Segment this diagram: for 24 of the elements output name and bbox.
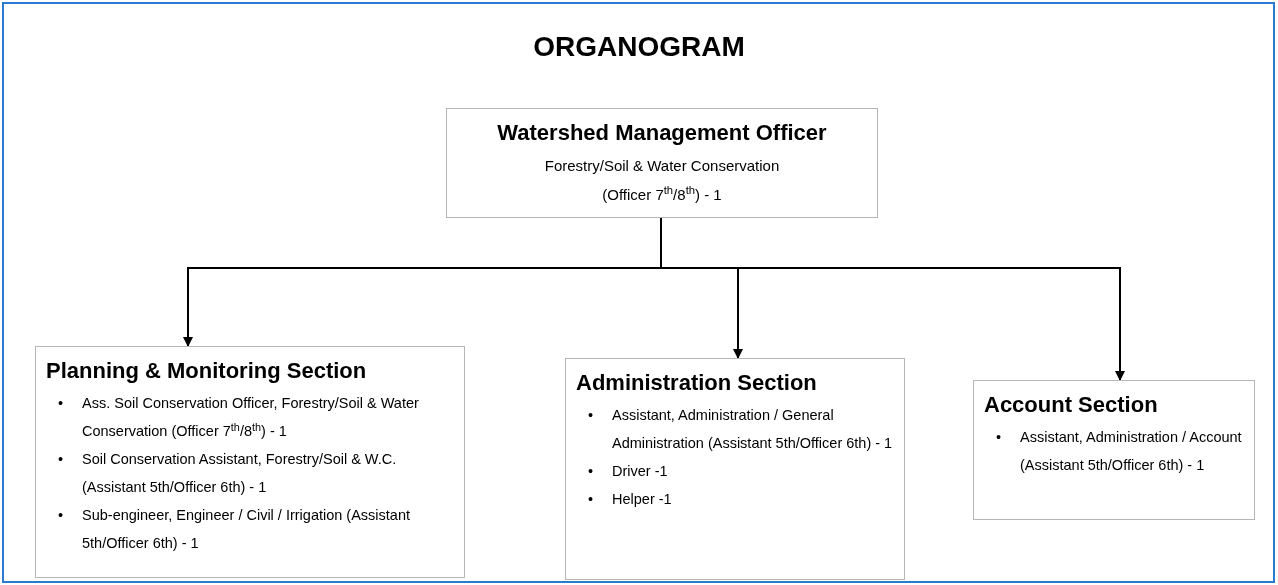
box-heading: Administration Section	[576, 369, 818, 397]
title: ORGANOGRAM	[532, 30, 746, 64]
box-heading: Account Section	[984, 391, 1159, 419]
bullet: •	[57, 450, 65, 469]
box-heading: Watershed Management Officer	[496, 119, 828, 147]
section-box	[973, 380, 1255, 520]
bullet: •	[57, 506, 65, 525]
box-heading: Planning & Monitoring Section	[46, 357, 368, 385]
bullet: •	[587, 406, 595, 425]
bullet: •	[587, 490, 595, 509]
bullet: •	[995, 428, 1003, 447]
list-item: Ass. Soil Conservation Officer, Forestry/Soil & Water Conservation (Officer 7$^{th}$/8$^{th}$) - 1	[82, 394, 420, 441]
bullet: •	[587, 462, 595, 481]
section-box	[35, 346, 465, 578]
list-item: Helper -1	[612, 490, 672, 509]
officer-box	[446, 108, 878, 218]
list-item: Assistant, Administration / General Administration (Assistant 5th/Officer 6th) - 1	[612, 406, 894, 453]
list-item: Assistant, Administration / Account (Assistant 5th/Officer 6th) - 1	[1020, 428, 1243, 475]
list-item: Sub-engineer, Engineer / Civil / Irrigation (Assistant 5th/Officer 6th) - 1	[82, 506, 412, 553]
box-description: Forestry/Soil & Water Conservation (Officer 7$^{th}$/8$^{th}$) - 1	[543, 156, 781, 205]
bullet: •	[57, 394, 65, 413]
list-item: Soil Conservation Assistant, Forestry/Soil & W.C. (Assistant 5th/Officer 6th) - 1	[82, 450, 398, 497]
list-item: Driver -1	[612, 462, 668, 481]
section-box	[565, 358, 905, 580]
